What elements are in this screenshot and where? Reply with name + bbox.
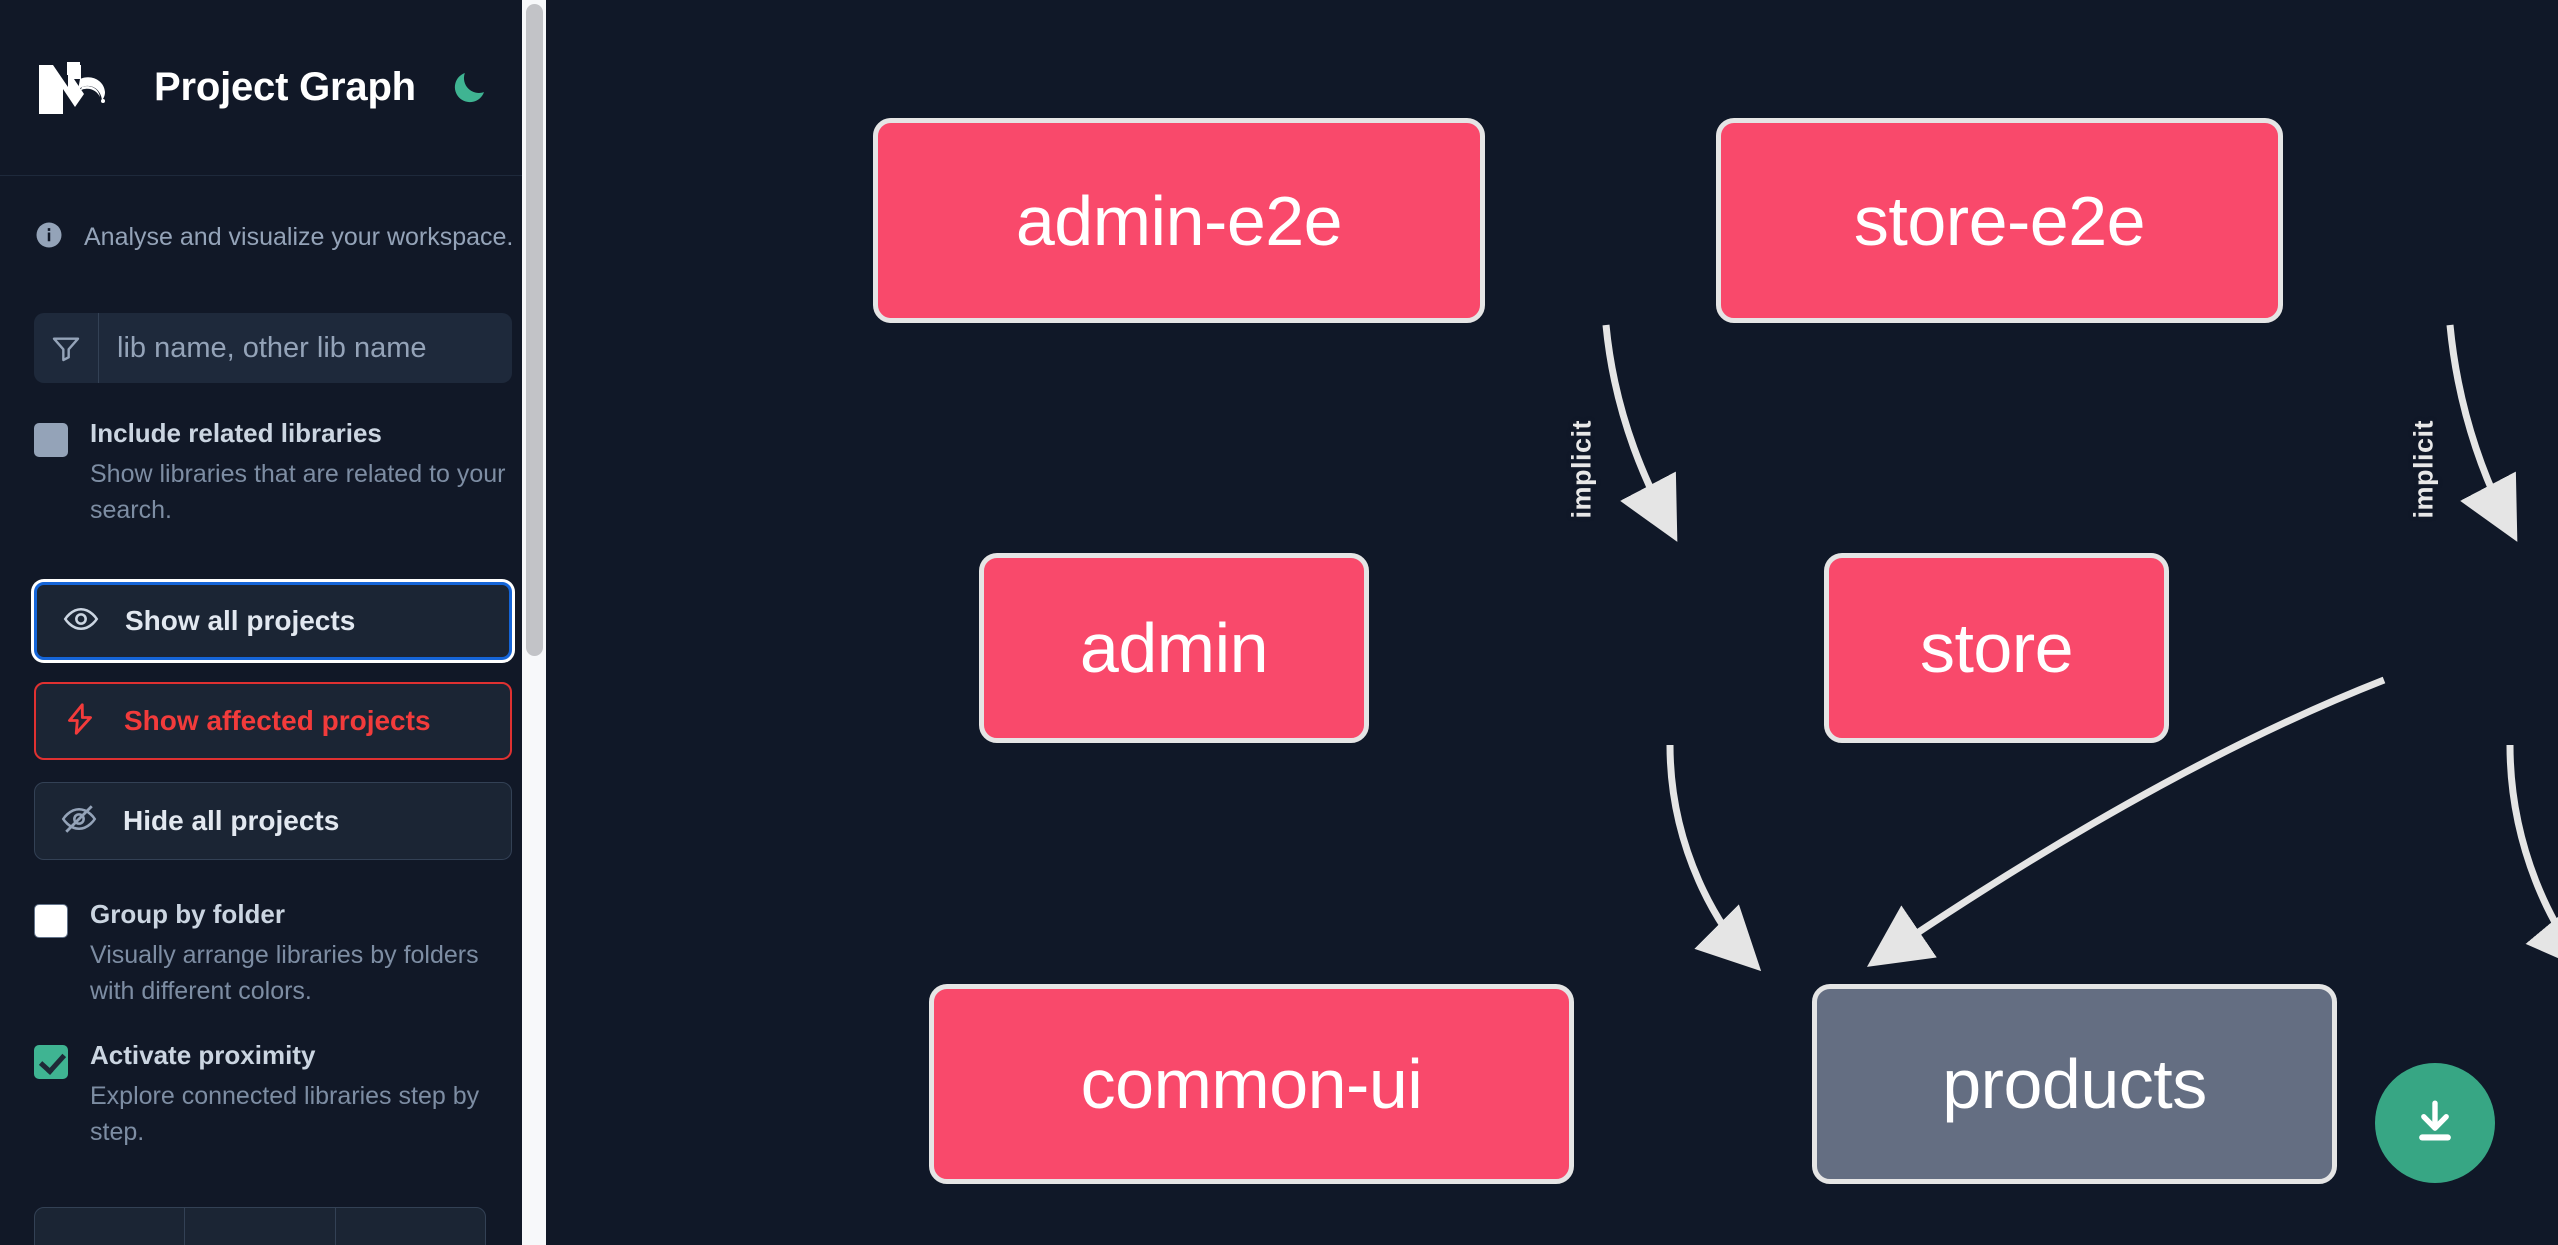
graph-edges — [1602, 324, 2558, 973]
graph-node-label: admin-e2e — [1015, 181, 1343, 260]
funnel-filter-icon — [34, 313, 99, 383]
graph-node-store[interactable]: store — [1824, 553, 2169, 743]
checkbox-box-include-related[interactable] — [34, 423, 68, 457]
checkbox-label-group-by-folder: Group by folder — [90, 899, 285, 929]
workspace-info-text: Analyse and visualize your workspace. — [84, 223, 514, 251]
sidebar-scrollbar-thumb[interactable] — [526, 4, 543, 656]
graph-node-label: products — [1942, 1045, 2207, 1123]
show-affected-projects-label: Show affected projects — [124, 705, 431, 736]
page-title: Project Graph — [154, 65, 416, 109]
eye-icon — [63, 601, 99, 642]
edge-admin-to-common-ui — [1666, 744, 1762, 972]
workspace-info: Analyse and visualize your workspace. — [0, 176, 546, 255]
sidebar-header: Project Graph — [0, 0, 546, 176]
lightning-bolt-icon — [62, 701, 98, 742]
sidebar: Project Graph Analyse and visualize your… — [0, 0, 560, 1245]
segment-option-2[interactable] — [185, 1208, 336, 1245]
graph-node-common-ui[interactable]: common-ui — [929, 984, 1574, 1184]
download-icon — [2419, 1100, 2451, 1141]
graph-node-label: store — [1919, 609, 2074, 687]
hide-all-projects-button[interactable]: Hide all projects — [34, 782, 512, 860]
graph-node-store-e2e[interactable]: store-e2e — [1716, 118, 2283, 323]
graph-node-label: common-ui — [1080, 1045, 1423, 1123]
show-affected-projects-button[interactable]: Show affected projects — [34, 682, 512, 760]
checkbox-label-include-related: Include related libraries — [90, 418, 382, 448]
eye-off-icon — [61, 801, 97, 842]
checkbox-desc-include-related: Show libraries that are related to your … — [90, 459, 506, 524]
segment-option-1[interactable] — [35, 1208, 186, 1245]
sidebar-edge — [546, 0, 560, 1245]
checkbox-group-by-folder[interactable]: Group by folder Visually arrange librari… — [0, 898, 546, 1009]
graph-node-products[interactable]: products — [1812, 984, 2337, 1184]
checkbox-include-related-libraries[interactable]: Include related libraries Show libraries… — [0, 417, 546, 528]
hide-all-projects-label: Hide all projects — [123, 805, 340, 836]
graph-node-label: admin — [1079, 609, 1269, 687]
checkbox-label-activate-proximity: Activate proximity — [90, 1040, 316, 1070]
graph-node-admin-e2e[interactable]: admin-e2e — [873, 118, 1485, 323]
segment-option-3[interactable] — [336, 1208, 485, 1245]
edge-store-to-common-ui — [1866, 676, 2386, 967]
visibility-button-group: Show all projects Show affected projects — [0, 582, 546, 860]
filter-search-box[interactable] — [34, 313, 512, 383]
checkbox-desc-group-by-folder: Visually arrange libraries by folders wi… — [90, 940, 479, 1005]
graph-node-label: store-e2e — [1853, 181, 2146, 260]
edge-store-e2e-to-store — [2446, 324, 2518, 542]
edge-store-to-products — [2506, 744, 2558, 973]
info-circle-icon — [34, 220, 64, 255]
moon-icon[interactable] — [446, 65, 492, 111]
search-input[interactable] — [99, 313, 512, 383]
checkbox-box-group-by-folder[interactable] — [34, 904, 68, 938]
download-graph-button[interactable] — [2375, 1063, 2495, 1183]
show-all-projects-button[interactable]: Show all projects — [34, 582, 512, 660]
graph-node-admin[interactable]: admin — [979, 553, 1369, 743]
checkbox-activate-proximity[interactable]: Activate proximity Explore connected lib… — [0, 1039, 546, 1150]
checkbox-desc-activate-proximity: Explore connected libraries step by step… — [90, 1081, 480, 1146]
show-all-projects-label: Show all projects — [125, 605, 356, 636]
nx-logo-icon — [34, 57, 122, 119]
proximity-step-segmented-control[interactable] — [34, 1207, 486, 1245]
checkbox-box-activate-proximity[interactable] — [34, 1045, 68, 1079]
graph-canvas[interactable]: admin-e2e store-e2e admin store common-u… — [560, 0, 2558, 1245]
edge-admin-e2e-to-admin — [1602, 324, 1678, 542]
